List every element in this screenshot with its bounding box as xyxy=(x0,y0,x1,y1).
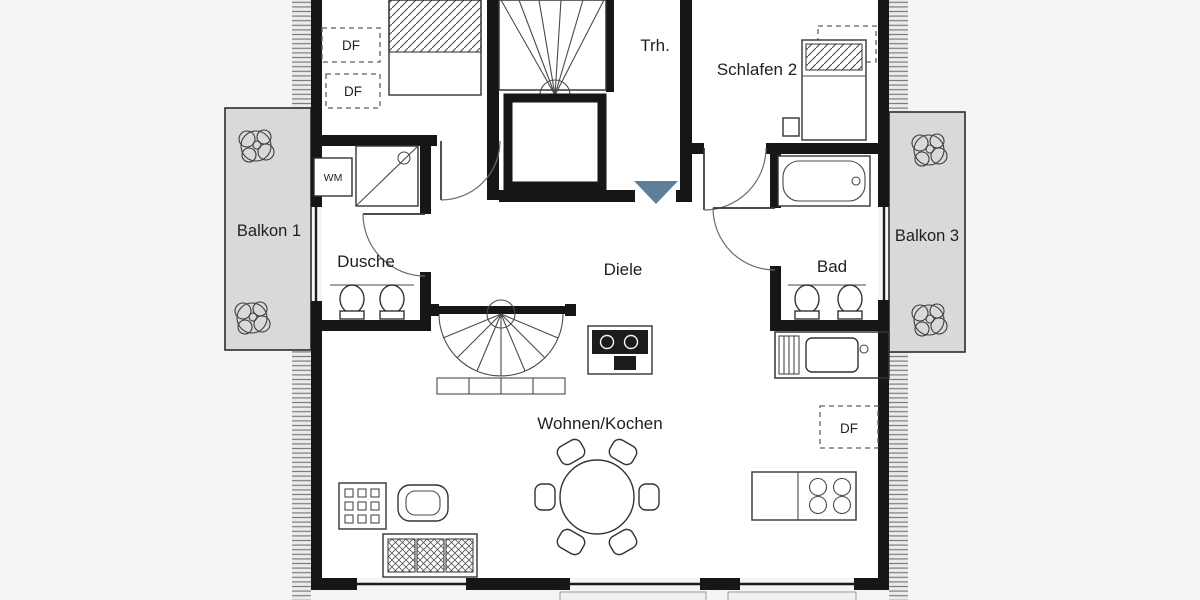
chair-icon xyxy=(608,528,638,556)
nightstand-icon xyxy=(782,117,800,137)
dining-set xyxy=(534,438,660,556)
room-wohnen-kochen: DF Wohnen/Kochen xyxy=(338,299,890,578)
burner-icon xyxy=(808,477,828,497)
bathtub-icon xyxy=(777,155,871,207)
toilet-icon xyxy=(339,284,365,314)
armchair-icon xyxy=(397,484,449,522)
room-schlafen2: Schlafen 2 DF xyxy=(717,25,877,141)
label-wm: WM xyxy=(324,172,343,184)
walls xyxy=(311,0,889,590)
toilet-icon xyxy=(794,284,820,314)
label-schlafen2: Schlafen 2 xyxy=(717,60,797,79)
below-cut-elements xyxy=(559,591,857,600)
label-wohnen-kochen: Wohnen/Kochen xyxy=(537,414,662,433)
room-trh: Trh. xyxy=(498,0,670,191)
label-df: DF xyxy=(342,38,360,53)
chair-icon xyxy=(556,528,586,556)
faucet-icon xyxy=(859,344,869,354)
chair-icon xyxy=(534,483,556,511)
label-balkon-1: Balkon 1 xyxy=(237,222,301,240)
room-dusche: WM Dusche xyxy=(313,145,419,320)
burner-icon xyxy=(832,477,852,497)
shaft xyxy=(503,93,607,191)
roof-window-df xyxy=(325,73,381,109)
roof-window-df xyxy=(321,27,381,63)
room-bad: Bad xyxy=(777,155,871,320)
washing-machine-icon xyxy=(313,157,353,197)
label-df: DF xyxy=(840,421,858,436)
balcony-1: Balkon 1 xyxy=(224,107,312,351)
chair-icon xyxy=(556,438,586,466)
bidet-icon xyxy=(379,284,405,314)
entrance-arrow-icon xyxy=(634,181,678,204)
burner-icon xyxy=(808,495,828,515)
label-trh: Trh. xyxy=(640,36,670,55)
kitchen-island xyxy=(751,471,857,521)
label-df: DF xyxy=(344,84,362,99)
stove-icon xyxy=(587,325,653,375)
windows xyxy=(314,207,886,586)
shelf-table xyxy=(338,482,387,530)
room-schlafen1-partial: DF DF xyxy=(321,0,482,109)
kitchen-sink-icon xyxy=(805,337,859,373)
roof-window-df xyxy=(817,25,877,63)
label-dusche: Dusche xyxy=(337,252,395,271)
label-balkon-3: Balkon 3 xyxy=(895,227,959,245)
sink-icon xyxy=(837,284,863,314)
chair-icon xyxy=(608,438,638,466)
kitchen-counter xyxy=(774,331,890,379)
sofa-icon xyxy=(382,533,478,578)
dining-table-icon xyxy=(559,459,635,535)
roof-window-df xyxy=(819,405,879,449)
chair-icon xyxy=(638,483,660,511)
burner-icon xyxy=(832,495,852,515)
staircase-curved xyxy=(428,299,576,395)
doors xyxy=(362,140,776,277)
balcony-3: Balkon 3 xyxy=(888,111,966,353)
label-diele: Diele xyxy=(604,260,643,279)
label-bad: Bad xyxy=(817,257,847,276)
